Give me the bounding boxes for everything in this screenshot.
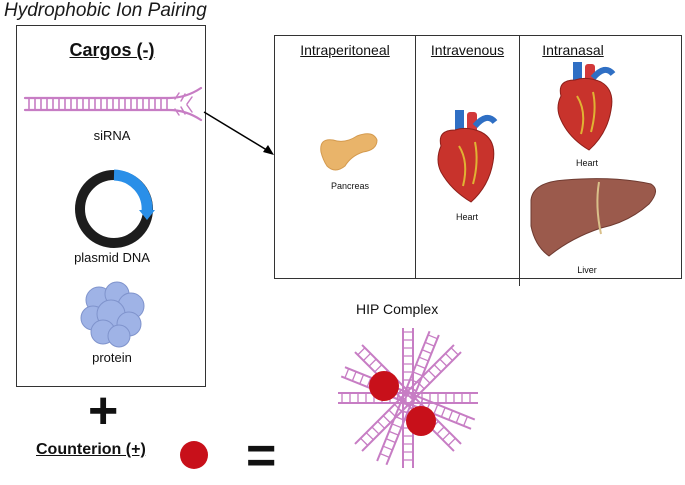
liver-label: Liver <box>577 265 597 275</box>
cargos-heading: Cargos (-) <box>69 40 155 60</box>
pancreas-label: Pancreas <box>330 181 370 191</box>
sirna-icon <box>23 86 203 122</box>
hip-complex-label: HIP Complex <box>356 301 439 317</box>
route-intraperitoneal-heading: Intraperitoneal <box>300 42 390 58</box>
plasmid-dna-icon <box>75 169 155 248</box>
counterion-icon <box>180 441 208 469</box>
route-divider <box>415 36 417 279</box>
heart-icon <box>437 110 498 203</box>
plasmid-dna-label: plasmid DNA <box>74 250 150 265</box>
route-intravenous-heading: Intravenous <box>430 42 505 58</box>
sirna-label: siRNA <box>93 128 131 143</box>
heart-label: Heart <box>575 158 598 168</box>
liver-icon <box>530 178 656 257</box>
route-divider <box>519 36 521 286</box>
cargos-panel: Cargos (-) siRNA plasmid DNA protein <box>16 25 206 387</box>
counterion-label: Counterion (+) <box>36 441 146 458</box>
diagram-title: Hydrophobic Ion Pairing <box>4 0 207 21</box>
routes-panel: Intraperitoneal Intravenous Intranasal P… <box>274 35 682 286</box>
heart-icon <box>557 62 616 151</box>
protein-label: protein <box>92 350 132 365</box>
pancreas-icon <box>320 133 378 171</box>
protein-icon <box>80 281 145 348</box>
arrow-icon <box>203 111 274 155</box>
heart-label: Heart <box>455 212 478 222</box>
plus-operator: + <box>88 382 119 440</box>
equals-operator: = <box>246 427 277 485</box>
route-intranasal-heading: Intranasal <box>542 42 604 58</box>
hip-complex-icon <box>337 327 479 469</box>
